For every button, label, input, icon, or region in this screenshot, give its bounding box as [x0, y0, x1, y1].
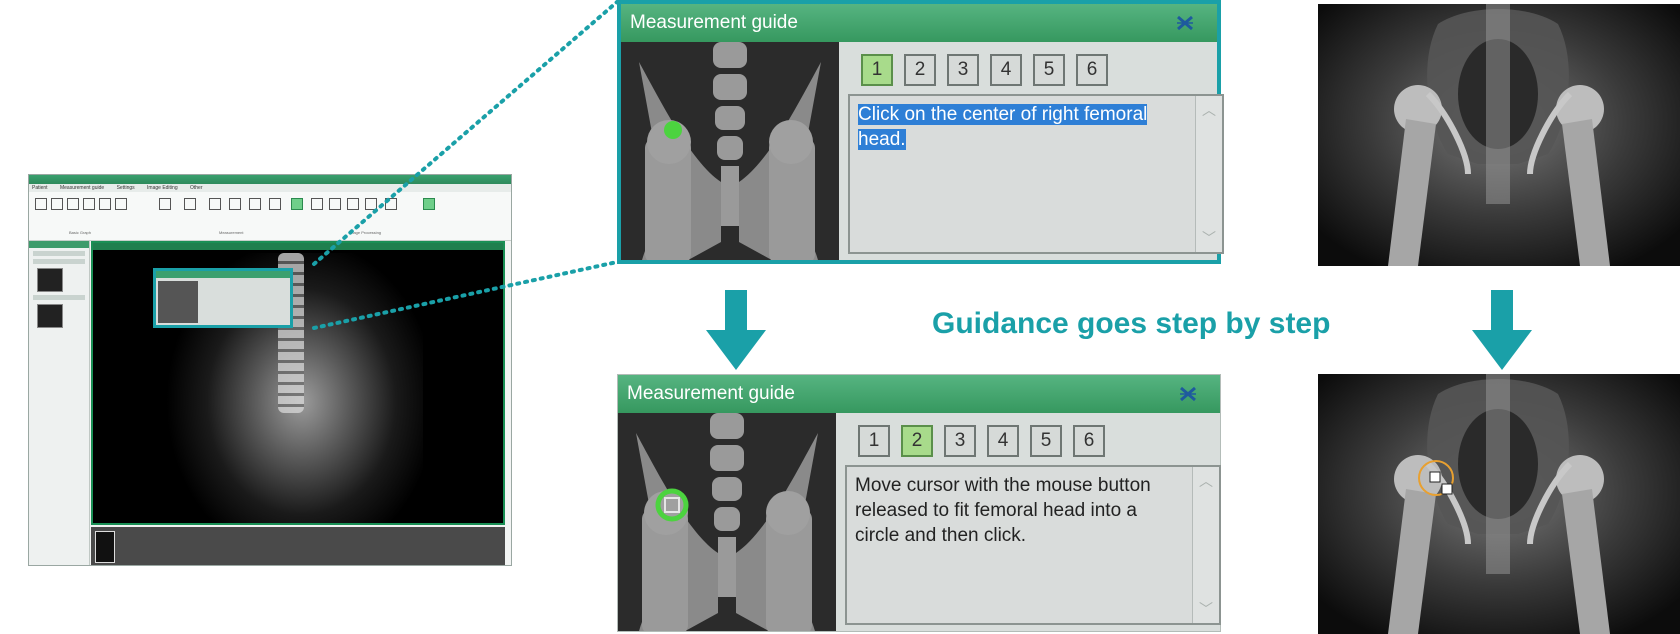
- mini-tool-icon[interactable]: [269, 198, 281, 210]
- arrow-down-icon: [1472, 290, 1532, 370]
- guide-title: Measurement guide: [621, 4, 1217, 42]
- step-button-6[interactable]: 6: [1073, 425, 1105, 457]
- fit-circle-marker: [655, 488, 689, 522]
- mini-tool-icon[interactable]: [35, 198, 47, 210]
- mini-tool-icon[interactable]: [249, 198, 261, 210]
- step-button-4[interactable]: 4: [987, 425, 1019, 457]
- step-button-6[interactable]: 6: [1076, 54, 1108, 86]
- mini-tool-icon[interactable]: [99, 198, 111, 210]
- instruction-scrollbar[interactable]: ︿ ﹀: [1195, 96, 1222, 252]
- fit-circle-overlay: [1418, 460, 1454, 496]
- mini-tool-icon[interactable]: [385, 198, 397, 210]
- software-screenshot-thumbnail: Patient Measurement guide Settings Image…: [28, 174, 512, 566]
- step-button-3[interactable]: 3: [944, 425, 976, 457]
- anatomy-diagram: [621, 42, 839, 260]
- mini-tool-icon[interactable]: [347, 198, 359, 210]
- mini-menu-item[interactable]: Measurement guide: [59, 185, 105, 191]
- mini-tool-icon[interactable]: [184, 198, 196, 210]
- callout-line-upper: [312, 0, 619, 266]
- mini-guide-header: [156, 271, 290, 278]
- mini-ribbon-group-label: Image Processing: [349, 230, 382, 235]
- mini-viewer-header: [93, 243, 503, 250]
- target-point-marker: [664, 121, 682, 139]
- measurement-guide-step-1: Measurement guide 1 2 3 4 5 6 Click on t: [617, 0, 1224, 264]
- mini-study-thumbnail[interactable]: [37, 304, 63, 328]
- mini-guide-diagram: [158, 281, 198, 323]
- mini-menu-item[interactable]: Patient: [32, 185, 48, 191]
- mini-image-viewer[interactable]: [91, 241, 505, 525]
- arrow-down-icon: [706, 290, 766, 370]
- mini-filmstrip: [91, 527, 505, 565]
- instruction-text: Click on the center of right femoral hea…: [858, 104, 1148, 150]
- mini-tool-icon-active[interactable]: [423, 198, 435, 210]
- mini-panel-row[interactable]: [33, 251, 85, 256]
- mini-film-thumbnail[interactable]: [95, 531, 115, 563]
- mini-tool-icon[interactable]: [159, 198, 171, 210]
- scroll-down-icon[interactable]: ﹀: [1199, 601, 1213, 617]
- pelvis-xray-before: [1318, 4, 1680, 266]
- mini-measurement-guide[interactable]: [153, 268, 293, 328]
- mini-tool-icon[interactable]: [229, 198, 241, 210]
- pelvis-xray-after: [1318, 374, 1680, 634]
- cursor-square-icon: [1429, 471, 1441, 483]
- mini-tool-icon[interactable]: [365, 198, 377, 210]
- mini-panel-header: [29, 241, 89, 248]
- step-button-3[interactable]: 3: [947, 54, 979, 86]
- mini-tool-icon[interactable]: [115, 198, 127, 210]
- caption-text: Guidance goes step by step: [932, 307, 1331, 340]
- mini-ribbon-group-label: Basic Graph: [69, 230, 92, 235]
- mini-menubar: Patient Measurement guide Settings Image…: [29, 184, 511, 192]
- cursor-square-icon: [664, 497, 680, 513]
- handle-square-icon: [1441, 483, 1453, 495]
- mini-tool-icon[interactable]: [51, 198, 63, 210]
- mini-menu-item[interactable]: Settings: [116, 185, 135, 191]
- close-icon[interactable]: [1178, 384, 1198, 404]
- mini-tool-icon[interactable]: [311, 198, 323, 210]
- guide-title: Measurement guide: [618, 375, 1220, 413]
- mini-tool-icon[interactable]: [329, 198, 341, 210]
- step-button-5[interactable]: 5: [1030, 425, 1062, 457]
- scroll-down-icon[interactable]: ﹀: [1202, 230, 1216, 246]
- mini-panel-row[interactable]: [33, 295, 85, 300]
- close-icon[interactable]: [1175, 13, 1195, 33]
- measurement-guide-step-2: Measurement guide 1 2 3 4 5 6 Mov: [617, 374, 1221, 632]
- mini-titlebar: [29, 175, 511, 184]
- scroll-up-icon[interactable]: ︿: [1199, 473, 1213, 489]
- mini-study-thumbnail[interactable]: [37, 268, 63, 292]
- mini-tool-icon[interactable]: [67, 198, 79, 210]
- mini-panel-row[interactable]: [33, 259, 85, 264]
- mini-tool-icon-active[interactable]: [291, 198, 303, 210]
- mini-study-panel: [29, 241, 90, 565]
- mini-tool-icon[interactable]: [83, 198, 95, 210]
- anatomy-diagram: [618, 413, 836, 631]
- step-button-4[interactable]: 4: [990, 54, 1022, 86]
- instruction-box: Click on the center of right femoral hea…: [848, 94, 1224, 254]
- step-button-1[interactable]: 1: [861, 54, 893, 86]
- mini-menu-item[interactable]: Image Editing: [147, 185, 178, 191]
- mini-ribbon-toolbar: Basic Graph Measurement Image Processing: [29, 192, 511, 241]
- instruction-scrollbar[interactable]: ︿ ﹀: [1192, 467, 1219, 623]
- mini-tool-icon[interactable]: [209, 198, 221, 210]
- mini-ribbon-group-label: Measurement: [219, 230, 244, 235]
- mini-menu-item[interactable]: Other: [190, 185, 203, 191]
- instruction-text: Move cursor with the mouse button releas…: [855, 475, 1151, 546]
- step-button-1[interactable]: 1: [858, 425, 890, 457]
- instruction-box: Move cursor with the mouse button releas…: [845, 465, 1221, 625]
- step-button-2[interactable]: 2: [904, 54, 936, 86]
- callout-line-lower: [312, 260, 619, 330]
- step-button-2[interactable]: 2: [901, 425, 933, 457]
- step-button-5[interactable]: 5: [1033, 54, 1065, 86]
- scroll-up-icon[interactable]: ︿: [1202, 102, 1216, 118]
